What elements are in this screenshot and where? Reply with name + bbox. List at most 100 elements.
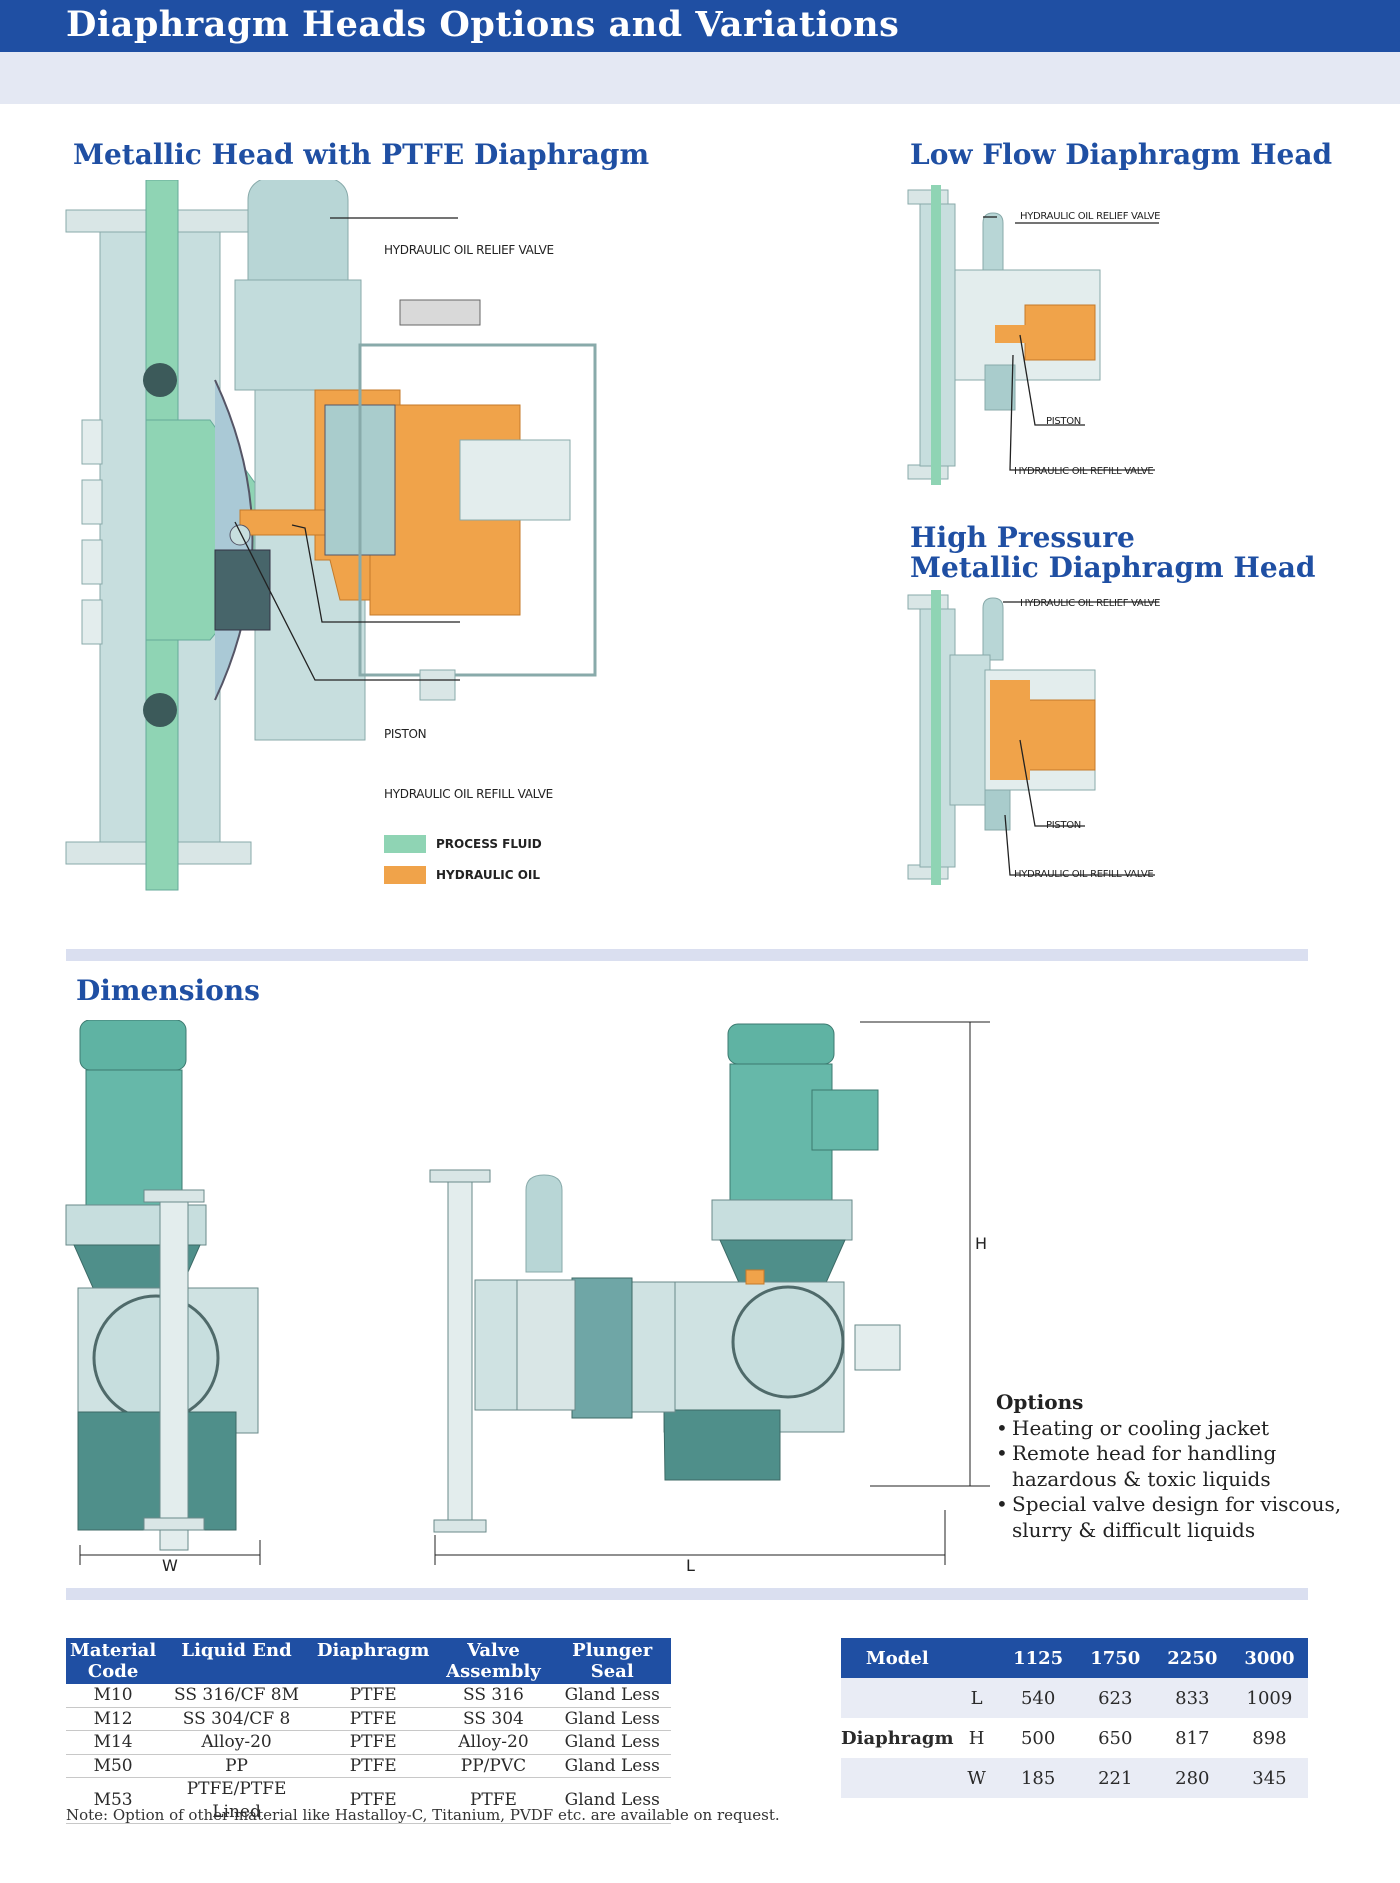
- material-header-diaphragm: Diaphragm: [312, 1638, 434, 1684]
- high-pressure-title-line2: Metallic Diaphragm Head: [910, 551, 1316, 584]
- material-table: Material Code Liquid End Diaphragm Valve…: [66, 1638, 671, 1824]
- high-pressure-diagram: [907, 590, 1159, 885]
- table-cell: PTFE: [349, 1755, 397, 1776]
- table-cell: Gland Less: [564, 1732, 660, 1752]
- options-list: Options Heating or cooling jacket Remote…: [996, 1390, 1341, 1543]
- table-cell: Alloy-20: [458, 1732, 529, 1752]
- callout-piston: PISTON: [384, 727, 427, 741]
- table-cell: Gland Less: [564, 1685, 660, 1705]
- page-title: Diaphragm Heads Options and Variations: [66, 4, 900, 45]
- model-header-value: 3000: [1230, 1638, 1308, 1678]
- dimension-label-h: H: [975, 1234, 988, 1253]
- section-divider-bottom: [66, 1588, 1308, 1600]
- model-header-label: Model: [841, 1638, 954, 1678]
- legend-label-hydraulic-oil: HYDRAULIC OIL: [436, 868, 541, 882]
- option-item: Special valve design for viscous, slurry…: [996, 1492, 1341, 1543]
- table-row: W 185 221 280 345: [841, 1758, 1308, 1798]
- table-cell: PTFE: [349, 1708, 397, 1729]
- option-line: hazardous & toxic liquids: [1012, 1466, 1271, 1491]
- table-row: M53 PTFE/PTFE Lined PTFE PTFE Gland Less: [66, 1778, 671, 1824]
- table-row: Diaphragm H 500 650 817 898: [841, 1718, 1308, 1758]
- header-line: Liquid End: [181, 1640, 292, 1661]
- table-row: M12 SS 304/CF 8 PTFE SS 304 Gland Less: [66, 1707, 671, 1731]
- table-cell: 500: [1020, 1727, 1056, 1749]
- table-cell: SS 304/CF 8: [182, 1708, 291, 1729]
- table-cell: 1009: [1230, 1678, 1308, 1718]
- header-line: Code: [87, 1661, 139, 1682]
- table-cell: M53: [93, 1790, 133, 1811]
- legend-swatch-hydraulic-oil: [384, 866, 426, 884]
- table-row: M50 PP PTFE PP/PVC Gland Less: [66, 1754, 671, 1778]
- table-cell: 833: [1153, 1678, 1231, 1718]
- callout-refill-valve: HYDRAULIC OIL REFILL VALVE: [384, 787, 553, 801]
- high-pressure-callout-refill-valve: HYDRAULIC OIL REFILL VALVE: [1014, 869, 1154, 880]
- table-cell: 280: [1153, 1758, 1231, 1798]
- table-cell: Gland Less: [564, 1790, 660, 1811]
- material-header-code: Material Code: [66, 1638, 161, 1684]
- header-bar: Diaphragm Heads Options and Variations: [0, 0, 1400, 52]
- high-pressure-title-line1: High Pressure: [910, 521, 1135, 554]
- material-header-liquid-end: Liquid End: [160, 1638, 313, 1684]
- low-flow-callout-refill-valve: HYDRAULIC OIL REFILL VALVE: [1014, 466, 1154, 477]
- table-cell: 221: [1076, 1758, 1154, 1798]
- dimension-label-w: W: [162, 1556, 178, 1575]
- table-cell: 345: [1230, 1758, 1308, 1798]
- metallic-head-title: Metallic Head with PTFE Diaphragm: [73, 138, 650, 171]
- model-header-value: 1750: [1076, 1638, 1154, 1678]
- header-line: Diaphragm: [316, 1640, 430, 1661]
- option-line: Remote head for handling: [1012, 1441, 1277, 1465]
- dimensions-drawing: [65, 1020, 990, 1565]
- table-cell: PTFE/PTFE Lined: [186, 1779, 287, 1822]
- high-pressure-callout-relief-valve: HYDRAULIC OIL RELIEF VALVE: [1020, 598, 1161, 609]
- model-table: Model 1125 1750 2250 3000 L 540 623 833 …: [841, 1638, 1308, 1798]
- header-line: Valve: [467, 1640, 520, 1661]
- metallic-head-diagram: [65, 180, 597, 891]
- material-header-valve-assembly: Valve Assembly: [433, 1638, 554, 1684]
- material-header-plunger-seal: Plunger Seal: [553, 1638, 671, 1684]
- table-cell: 185: [999, 1758, 1077, 1798]
- low-flow-callout-relief-valve: HYDRAULIC OIL RELIEF VALVE: [1020, 211, 1161, 222]
- table-cell: 898: [1252, 1727, 1287, 1749]
- low-flow-callout-piston: PISTON: [1046, 416, 1081, 427]
- header-line: Plunger: [572, 1640, 653, 1661]
- model-group-label: Diaphragm: [841, 1727, 954, 1749]
- section-divider-top: [66, 949, 1308, 961]
- table-cell: M50: [93, 1755, 133, 1776]
- table-row: M10 SS 316/CF 8M PTFE SS 316 Gland Less: [66, 1684, 671, 1707]
- option-line: Heating or cooling jacket: [1012, 1415, 1270, 1440]
- option-line: slurry & difficult liquids: [1012, 1517, 1256, 1542]
- model-header-unit: [953, 1638, 1000, 1678]
- high-pressure-callout-piston: PISTON: [1046, 820, 1081, 831]
- table-cell: SS 316: [463, 1685, 524, 1705]
- table-cell: PTFE: [349, 1790, 397, 1811]
- table-cell: 817: [1175, 1727, 1210, 1749]
- table-cell: 623: [1076, 1678, 1154, 1718]
- dimensions-title: Dimensions: [76, 974, 260, 1007]
- table-cell: W: [953, 1758, 1000, 1798]
- table-cell: 540: [999, 1678, 1077, 1718]
- table-cell: M12: [93, 1708, 133, 1729]
- table-cell: [841, 1758, 954, 1798]
- table-cell: H: [968, 1727, 985, 1749]
- table-cell: Alloy-20: [201, 1732, 272, 1752]
- callout-relief-valve: HYDRAULIC OIL RELIEF VALVE: [384, 243, 554, 257]
- option-line: Special valve design for viscous,: [1012, 1492, 1342, 1516]
- table-row: L 540 623 833 1009: [841, 1678, 1308, 1718]
- material-note: Note: Option of other material like Hast…: [66, 1806, 780, 1824]
- table-cell: [841, 1678, 954, 1718]
- table-cell: Gland Less: [564, 1755, 660, 1776]
- material-table-header-row: Material Code Liquid End Diaphragm Valve…: [66, 1638, 671, 1684]
- options-title: Options: [996, 1390, 1084, 1414]
- table-cell: PP: [225, 1755, 248, 1776]
- table-cell: PTFE: [349, 1732, 397, 1752]
- header-band: [0, 52, 1400, 104]
- option-item: Heating or cooling jacket: [996, 1416, 1341, 1442]
- dimension-label-l: L: [686, 1556, 695, 1575]
- table-cell: SS 304: [463, 1708, 524, 1729]
- header-line: Material: [70, 1640, 157, 1661]
- table-cell: PTFE: [349, 1685, 397, 1705]
- table-cell: SS 316/CF 8M: [174, 1685, 300, 1705]
- table-cell: 650: [1098, 1727, 1133, 1749]
- low-flow-diagram: [907, 185, 1159, 485]
- model-header-value: 2250: [1153, 1638, 1231, 1678]
